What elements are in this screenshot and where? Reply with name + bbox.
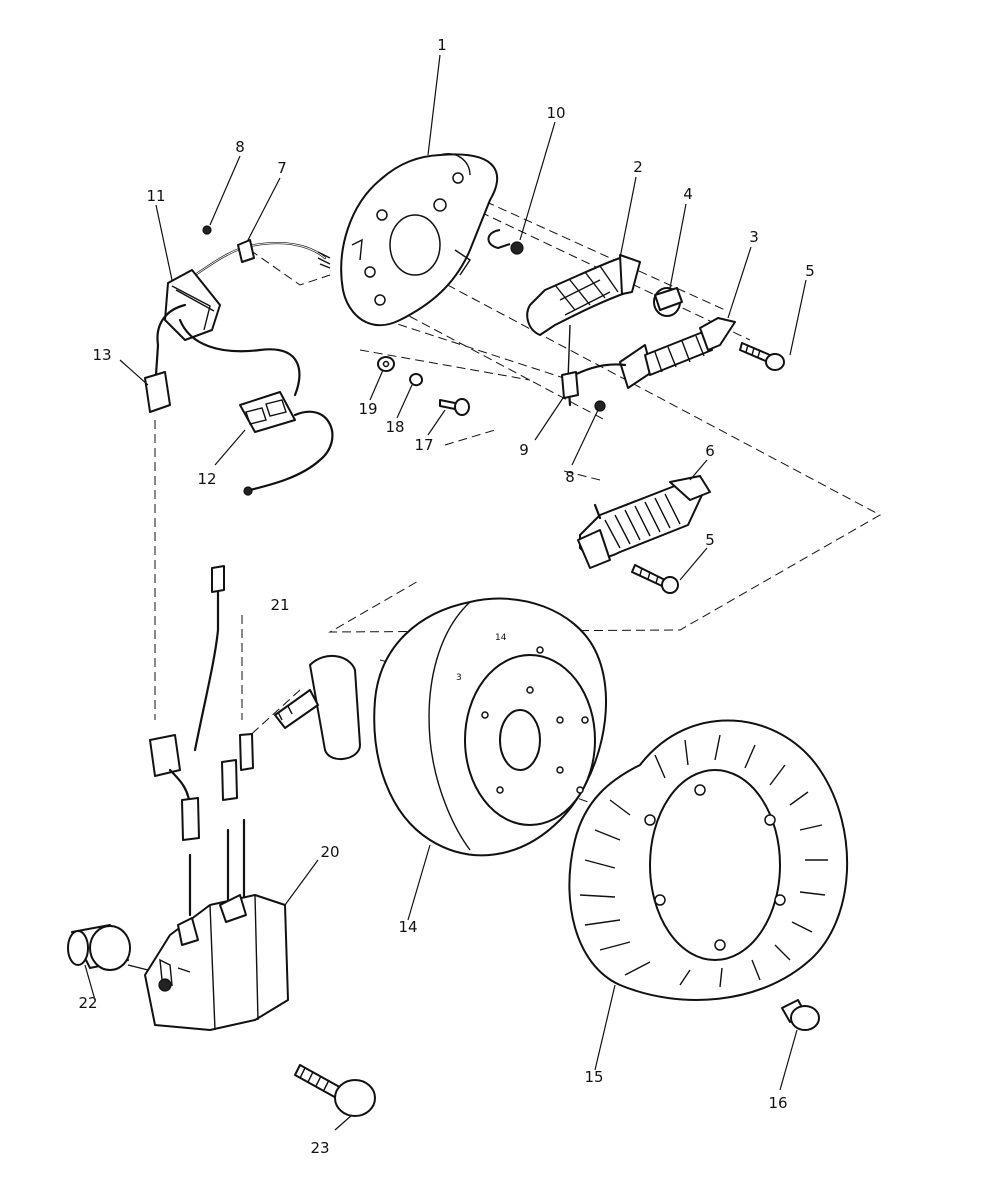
callout-5a: 5 — [805, 262, 815, 280]
ignition-coil — [144, 894, 289, 1031]
callout-19: 19 — [358, 400, 377, 418]
callout-17: 17 — [414, 436, 433, 454]
callout-20: 20 — [320, 843, 339, 861]
callout-11: 11 — [146, 187, 165, 205]
clip-and-screw — [487, 229, 524, 255]
washer-screw-set — [377, 356, 470, 416]
screw-middle — [631, 564, 679, 594]
cooling-fan — [568, 719, 849, 1001]
callout-8a: 8 — [235, 138, 245, 156]
bolt-16 — [781, 999, 820, 1031]
stator-plate — [340, 153, 499, 327]
bolt-23 — [294, 1064, 376, 1117]
callout-12: 12 — [197, 470, 216, 488]
callout-16: 16 — [768, 1094, 787, 1112]
flywheel: 3 14 — [373, 597, 607, 857]
wiring-harness — [144, 225, 334, 496]
flywheel-mark-3: 3 — [456, 673, 462, 683]
callout-2: 2 — [633, 158, 643, 176]
lighting-coil — [577, 475, 711, 569]
spark-plug-cap — [274, 655, 361, 760]
callout-3: 3 — [749, 228, 759, 246]
callout-4: 4 — [683, 185, 693, 203]
callout-6: 6 — [705, 442, 715, 460]
callout-8b: 8 — [565, 468, 575, 486]
coil-wiring — [561, 363, 627, 412]
ignition-wiring — [149, 565, 254, 917]
coil-cap — [67, 924, 131, 971]
callout-labels: 1 2 3 4 5 5 6 7 8 8 9 10 11 12 13 14 15 … — [78, 36, 814, 1157]
callout-22: 22 — [78, 994, 97, 1012]
callout-13: 13 — [92, 346, 111, 364]
callout-7: 7 — [277, 159, 287, 177]
callout-18: 18 — [385, 418, 404, 436]
callout-21: 21 — [270, 596, 289, 614]
callout-14: 14 — [398, 918, 417, 936]
callout-5b: 5 — [705, 531, 715, 549]
exciter-coil — [619, 317, 736, 389]
flywheel-mark-14: 14 — [495, 633, 507, 643]
callout-1: 1 — [437, 36, 447, 54]
charging-coil — [526, 254, 641, 381]
callout-9: 9 — [519, 441, 529, 459]
spacer — [653, 287, 683, 317]
screw-top — [739, 342, 785, 371]
callout-15: 15 — [584, 1068, 603, 1086]
callout-10: 10 — [546, 104, 565, 122]
leader-lines — [84, 54, 807, 1131]
callout-23: 23 — [310, 1139, 329, 1157]
